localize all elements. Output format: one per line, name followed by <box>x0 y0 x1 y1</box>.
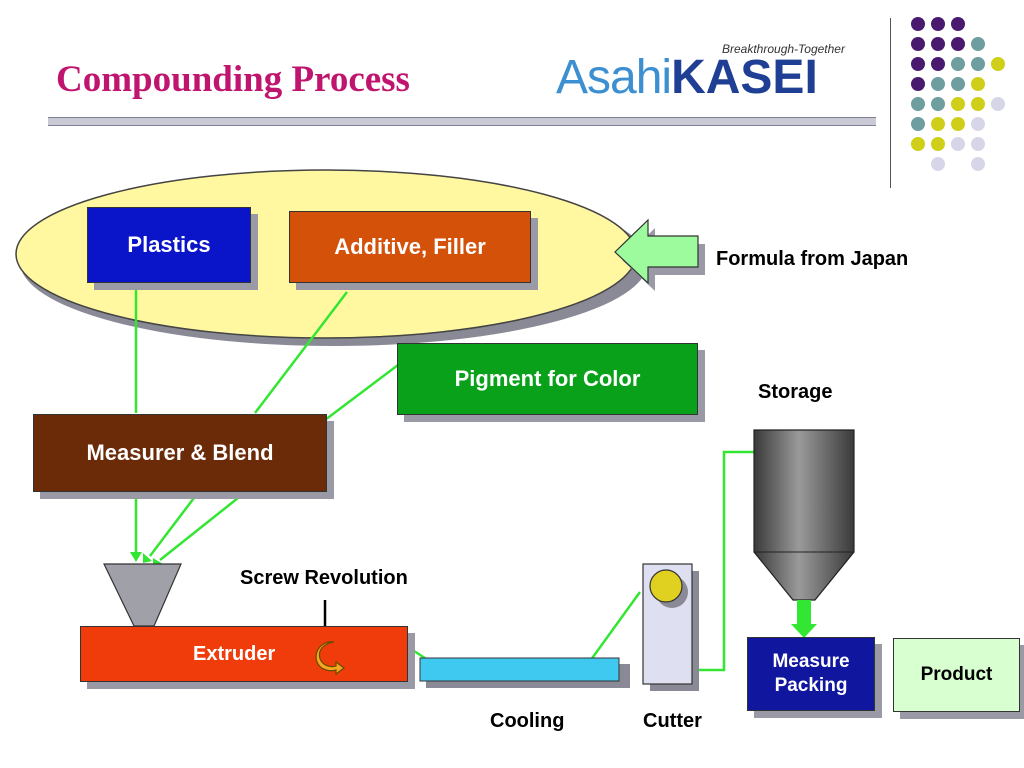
silo-outflow-arrowhead <box>791 624 817 638</box>
arrowhead <box>143 553 152 563</box>
plastics-label: Plastics <box>127 232 211 257</box>
cooling-label: Cooling <box>490 710 565 732</box>
pigment-label: Pigment for Color <box>454 366 641 391</box>
decor-dot <box>951 57 965 71</box>
decor-dot <box>991 57 1005 71</box>
decor-dot <box>971 137 985 151</box>
header-divider <box>890 18 891 188</box>
decor-dot <box>911 57 925 71</box>
screw-rotation-icon <box>315 641 345 676</box>
measure-packing-box: Measure Packing <box>747 637 875 711</box>
additive-filler-box: Additive, Filler <box>289 211 531 283</box>
decor-dot <box>971 77 985 91</box>
decor-dot <box>931 17 945 31</box>
decor-dot <box>971 37 985 51</box>
logo-text-light: Asahi <box>556 51 672 104</box>
extruder-label: Extruder <box>193 642 276 665</box>
extruder-hopper <box>103 563 182 627</box>
logo-text-bold: KASEI <box>671 51 818 104</box>
decor-dot <box>951 77 965 91</box>
formula-from-japan-label: Formula from Japan <box>716 248 909 270</box>
cooling-bath <box>419 657 620 682</box>
decorative-dot-grid <box>0 0 1024 200</box>
title-underline <box>48 117 876 126</box>
additive-filler-label: Additive, Filler <box>334 234 486 259</box>
decor-dot <box>931 97 945 111</box>
decor-dot <box>951 97 965 111</box>
measurer-blend-label: Measurer & Blend <box>86 440 274 465</box>
arrowhead <box>130 552 142 562</box>
decor-dot <box>931 37 945 51</box>
page-title: Compounding Process <box>56 59 410 100</box>
flow-measurer-hopper-2 <box>149 489 201 557</box>
decor-dot <box>911 137 925 151</box>
silo-outflow <box>797 600 811 626</box>
measure-packing-label: Measure Packing <box>772 651 850 696</box>
flow-additive-measurer <box>254 291 348 414</box>
decor-dot <box>971 157 985 171</box>
cutter-wheel <box>649 569 683 603</box>
product-box: Product <box>893 638 1020 712</box>
screw-revolution-label: Screw Revolution <box>240 567 408 589</box>
decor-dot <box>931 157 945 171</box>
decor-dot <box>931 137 945 151</box>
decor-dot <box>971 57 985 71</box>
plastics-box: Plastics <box>87 207 251 283</box>
decor-dot <box>931 77 945 91</box>
product-label: Product <box>920 664 993 685</box>
decor-dot <box>931 57 945 71</box>
decor-dot <box>991 97 1005 111</box>
decor-dot <box>911 77 925 91</box>
formula-arrow <box>614 218 699 285</box>
decor-dot <box>971 97 985 111</box>
storage-label: Storage <box>758 381 833 403</box>
flow-measurer-hopper-3 <box>159 489 249 561</box>
flow-pigment-measurer <box>324 364 399 421</box>
decor-dot <box>951 117 965 131</box>
extruder-box: Extruder <box>80 626 408 682</box>
asahi-kasei-logo: AsahiKASEI <box>556 50 876 106</box>
measurer-blend-box: Measurer & Blend <box>33 414 327 492</box>
decor-dot <box>911 117 925 131</box>
decor-dot <box>951 17 965 31</box>
pigment-box: Pigment for Color <box>397 343 698 415</box>
decor-dot <box>911 97 925 111</box>
decor-dot <box>971 117 985 131</box>
decor-dot <box>911 37 925 51</box>
storage-silo <box>753 429 855 601</box>
decor-dot <box>951 137 965 151</box>
decor-dot <box>951 37 965 51</box>
flow-extruder-cooling-cutter <box>404 591 642 670</box>
logo-tagline: Breakthrough-Together <box>722 42 845 56</box>
flow-cutter-storage <box>693 450 755 672</box>
decor-dot <box>931 117 945 131</box>
cutter-label: Cutter <box>643 710 702 732</box>
decor-dot <box>911 17 925 31</box>
